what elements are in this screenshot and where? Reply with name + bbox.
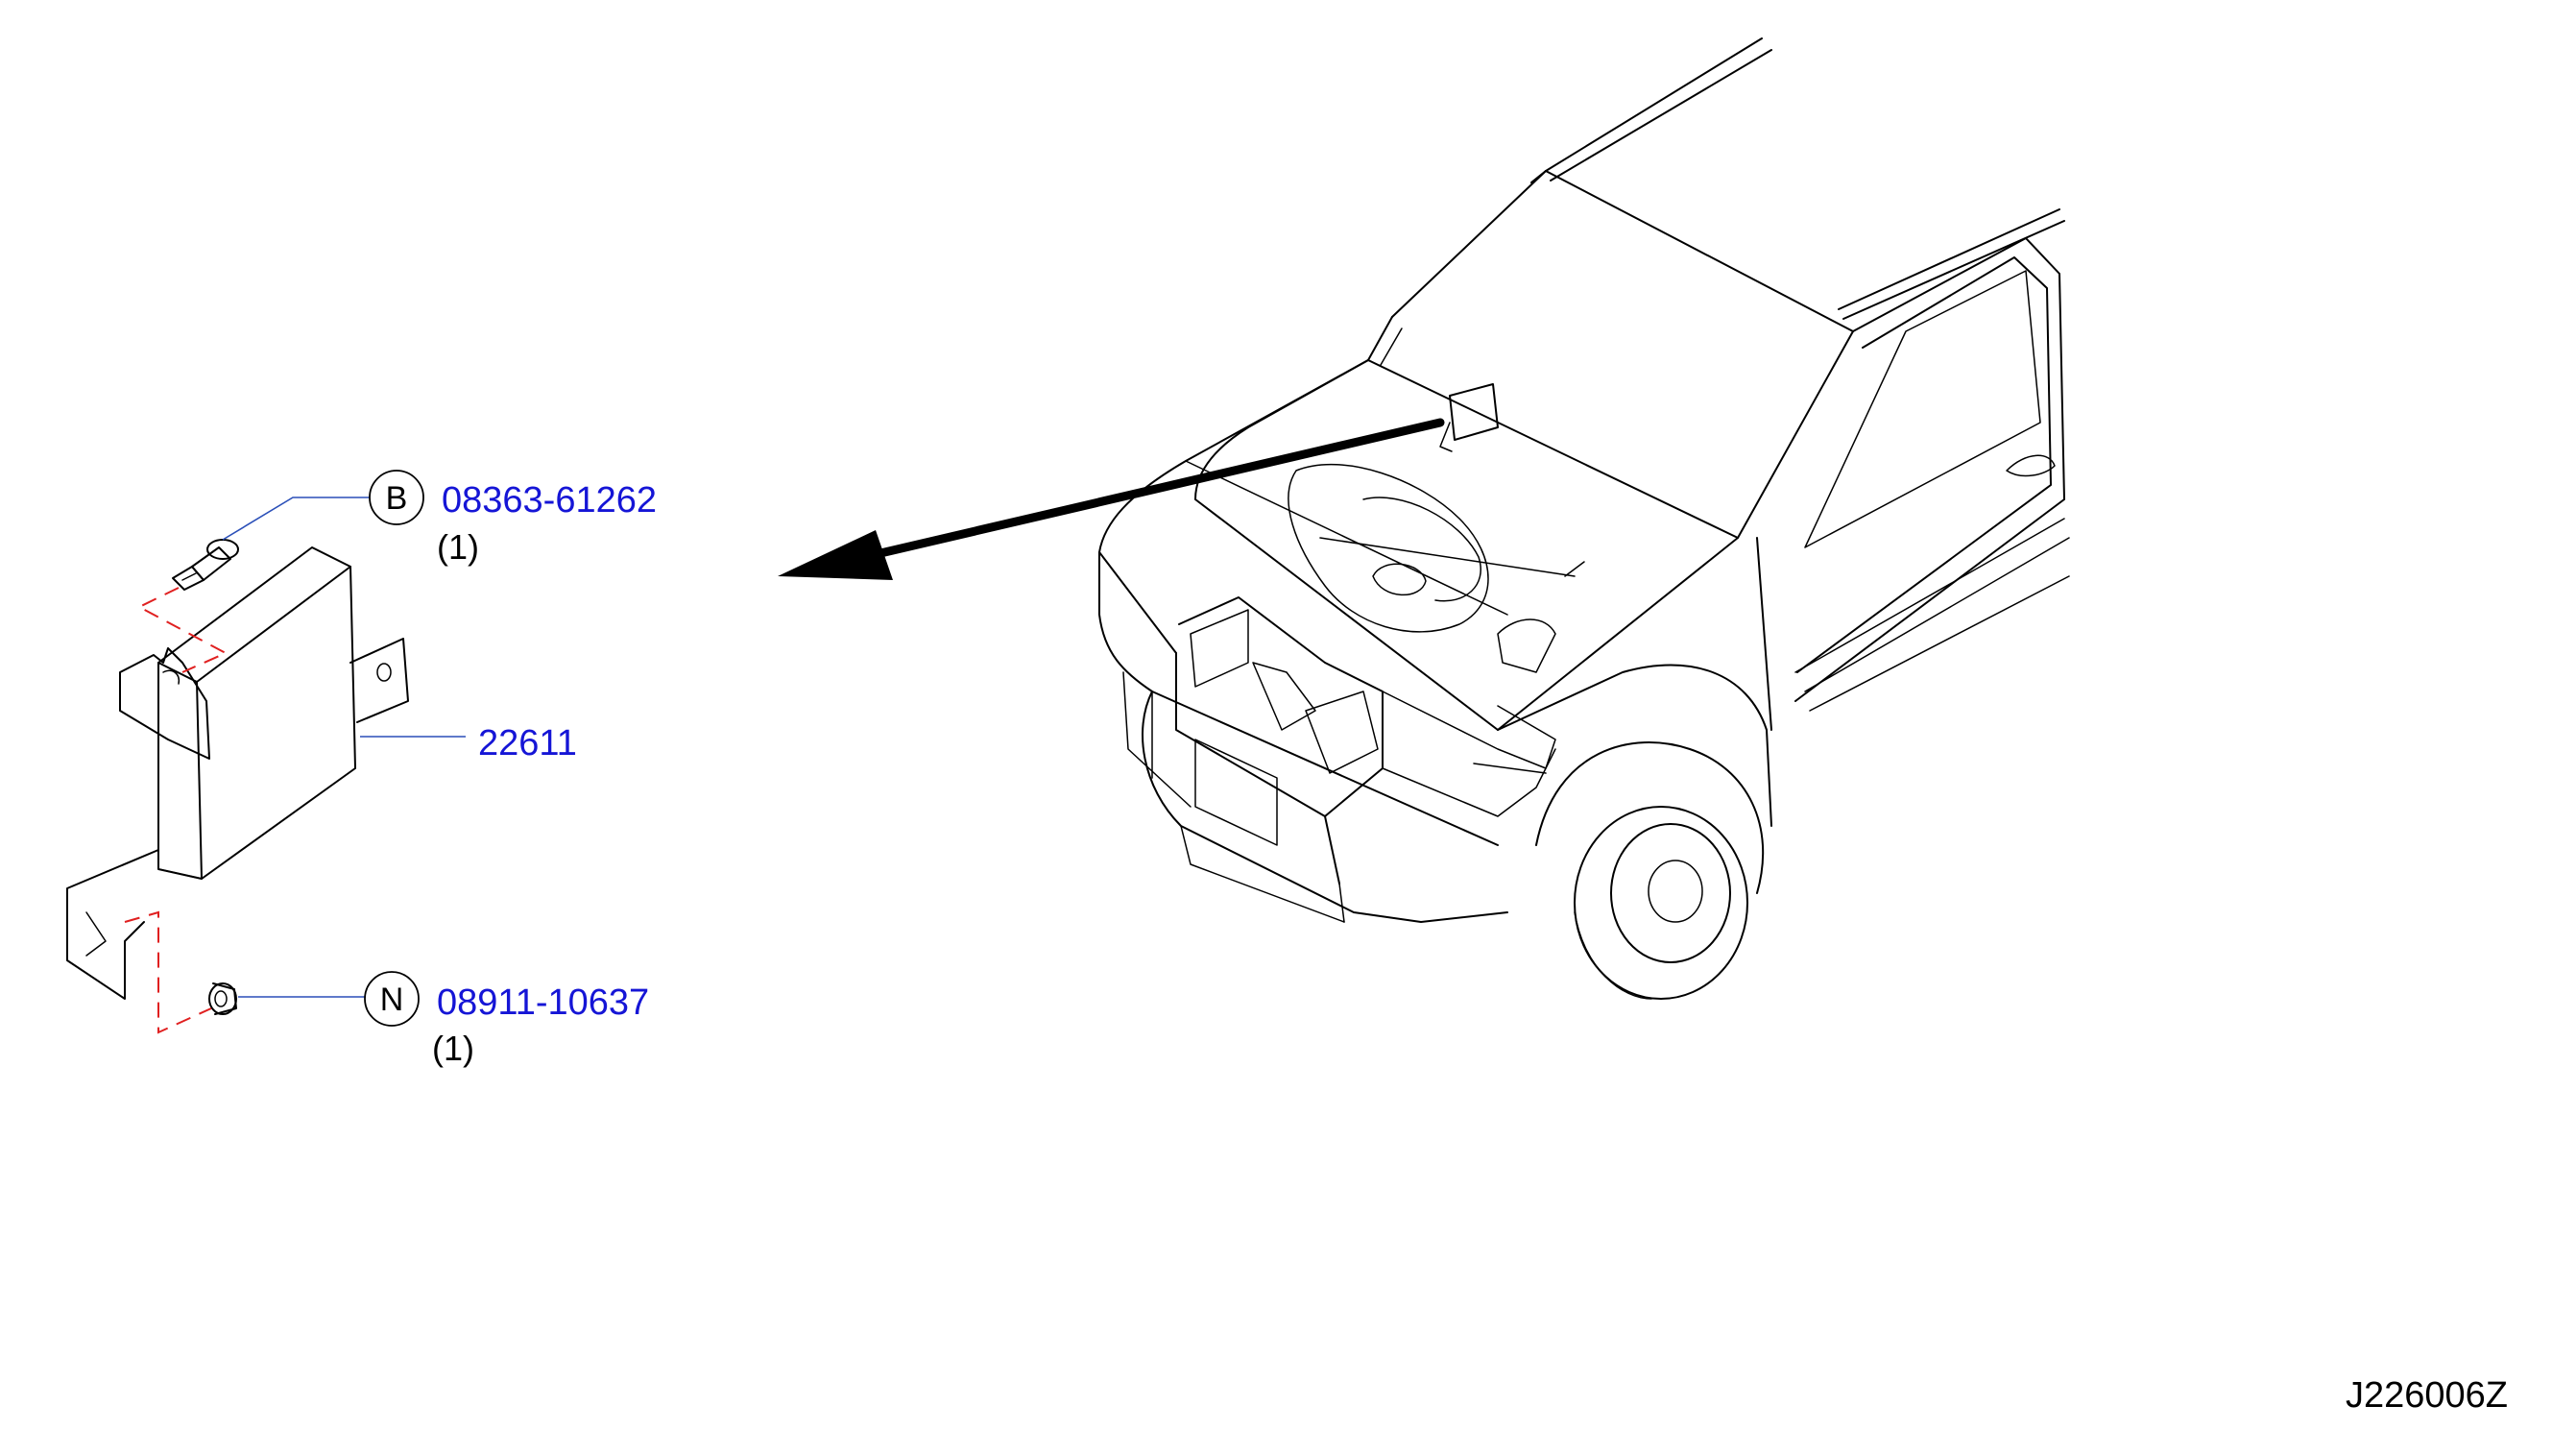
nut-quantity: (1) — [432, 1029, 474, 1068]
bolt-part-number: 08363-61262 — [442, 480, 657, 521]
bolt-code-circle — [369, 470, 424, 525]
unit-part-number: 22611 — [478, 723, 577, 763]
nut-code-circle — [364, 971, 420, 1027]
figure-id: J226006Z — [2346, 1375, 2508, 1416]
nut-code-letter: N — [380, 982, 404, 1018]
bolt-icon — [172, 539, 239, 591]
callout-bolt: B 08363-61262 (1) — [222, 470, 657, 567]
nut-icon — [208, 982, 237, 1015]
vehicle-drawing — [778, 37, 2070, 1000]
control-unit-detail — [66, 539, 409, 1034]
callout-nut: N 08911-10637 (1) — [238, 971, 649, 1068]
nut-part-number: 08911-10637 — [437, 982, 649, 1023]
bolt-quantity: (1) — [437, 527, 479, 567]
bolt-code-letter: B — [386, 480, 408, 517]
callout-unit: 22611 — [360, 723, 577, 763]
